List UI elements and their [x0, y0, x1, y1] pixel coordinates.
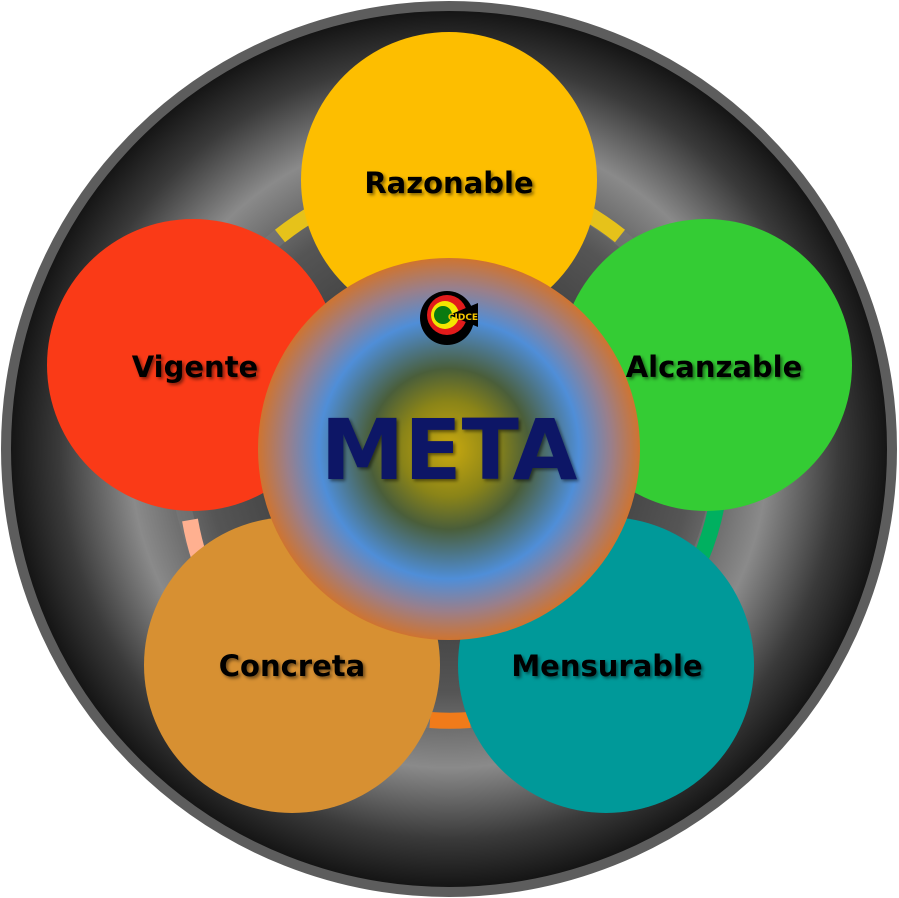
center-label: META — [321, 401, 578, 499]
petal-razonable: Razonable — [301, 32, 597, 328]
petal-label: Vigente — [132, 350, 258, 384]
petal-label: Razonable — [364, 166, 533, 200]
center-circle — [258, 258, 640, 640]
logo-text: CIDCE — [448, 313, 478, 323]
cidce-logo: CIDCE — [420, 291, 478, 345]
petal-circle — [301, 32, 597, 328]
petal-label: Mensurable — [511, 649, 702, 683]
petal-label: Alcanzable — [626, 350, 803, 384]
petal-label: Concreta — [219, 649, 365, 683]
